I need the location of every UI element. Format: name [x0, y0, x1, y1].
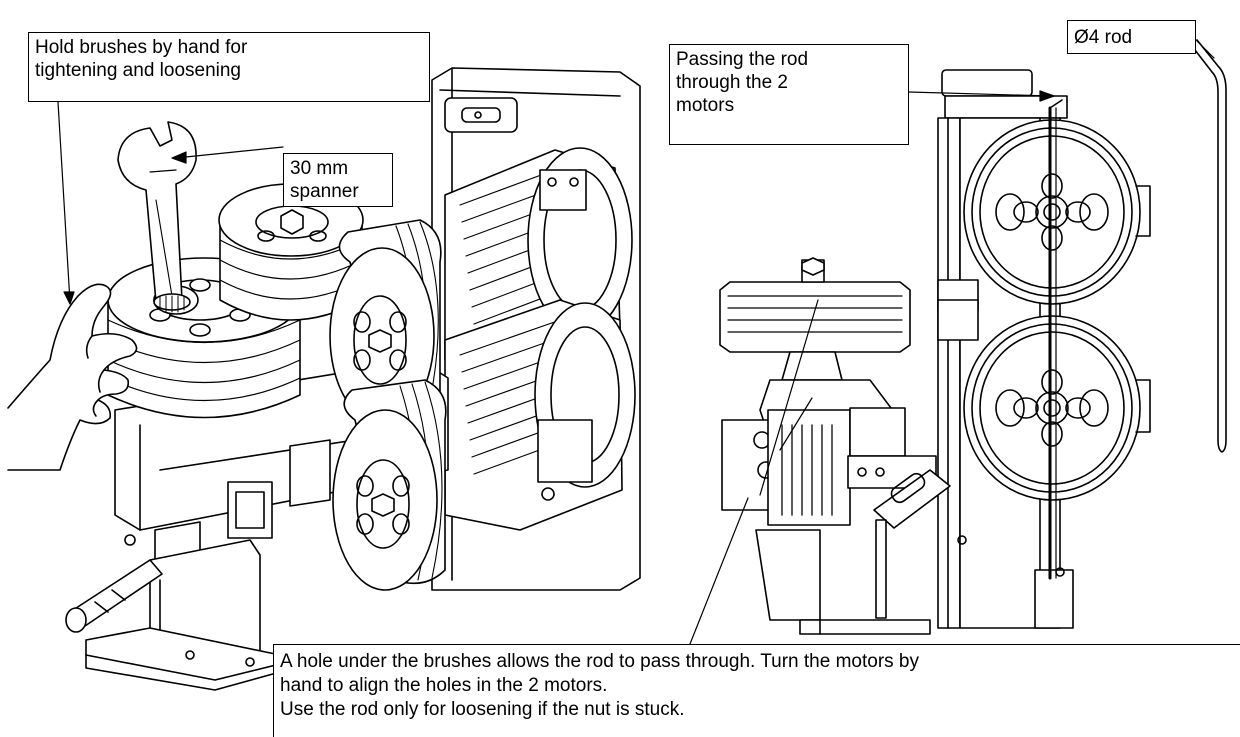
callout-passing-rod: Passing the rod through the 2 motors	[669, 44, 909, 145]
brush-front-upper	[329, 219, 442, 425]
callout-hold-line-2: tightening and loosening	[35, 60, 242, 81]
inserted-rod	[1048, 99, 1063, 580]
right-motor-assembly	[719, 39, 1227, 635]
left-motor-assembly	[7, 67, 641, 691]
callout-hole-line-2: hand to align the holes in the 2 motors.	[280, 675, 608, 696]
brush-upper-front-view	[963, 119, 1151, 305]
brush-front-lower	[332, 379, 447, 591]
callout-passing-line-3: motors	[676, 95, 735, 116]
callout-spanner-line-1: 30 mm	[290, 158, 349, 179]
callout-hold-line-1: Hold brushes by hand for	[35, 37, 248, 58]
callout-spanner: 30 mm spanner	[283, 153, 393, 207]
brush-lower-front-view	[963, 315, 1151, 501]
callout-hold-brushes: Hold brushes by hand for tightening and …	[28, 32, 430, 102]
brush-back-top	[218, 183, 364, 321]
callout-rod-diameter: Ø4 rod	[1067, 20, 1196, 54]
rod-icon	[1194, 39, 1227, 453]
adjustment-rod	[65, 559, 163, 633]
spanner-icon	[117, 121, 197, 313]
leader-lines	[57, 39, 1215, 645]
callout-passing-line-2: through the 2	[676, 72, 788, 93]
base-pedestal	[85, 539, 281, 691]
callout-spanner-line-2: spanner	[290, 181, 359, 202]
callout-hole-line-3: Use the rod only for loosening if the nu…	[280, 699, 685, 720]
hand-icon	[7, 283, 138, 471]
callout-rod-line-1: Ø4 rod	[1074, 27, 1133, 48]
side-motor	[719, 257, 951, 635]
lower-motor	[444, 299, 636, 531]
callout-passing-line-1: Passing the rod	[676, 49, 809, 70]
callout-hole-line-1: A hole under the brushes allows the rod …	[280, 651, 919, 672]
callout-hole-note: A hole under the brushes allows the rod …	[273, 644, 1240, 737]
